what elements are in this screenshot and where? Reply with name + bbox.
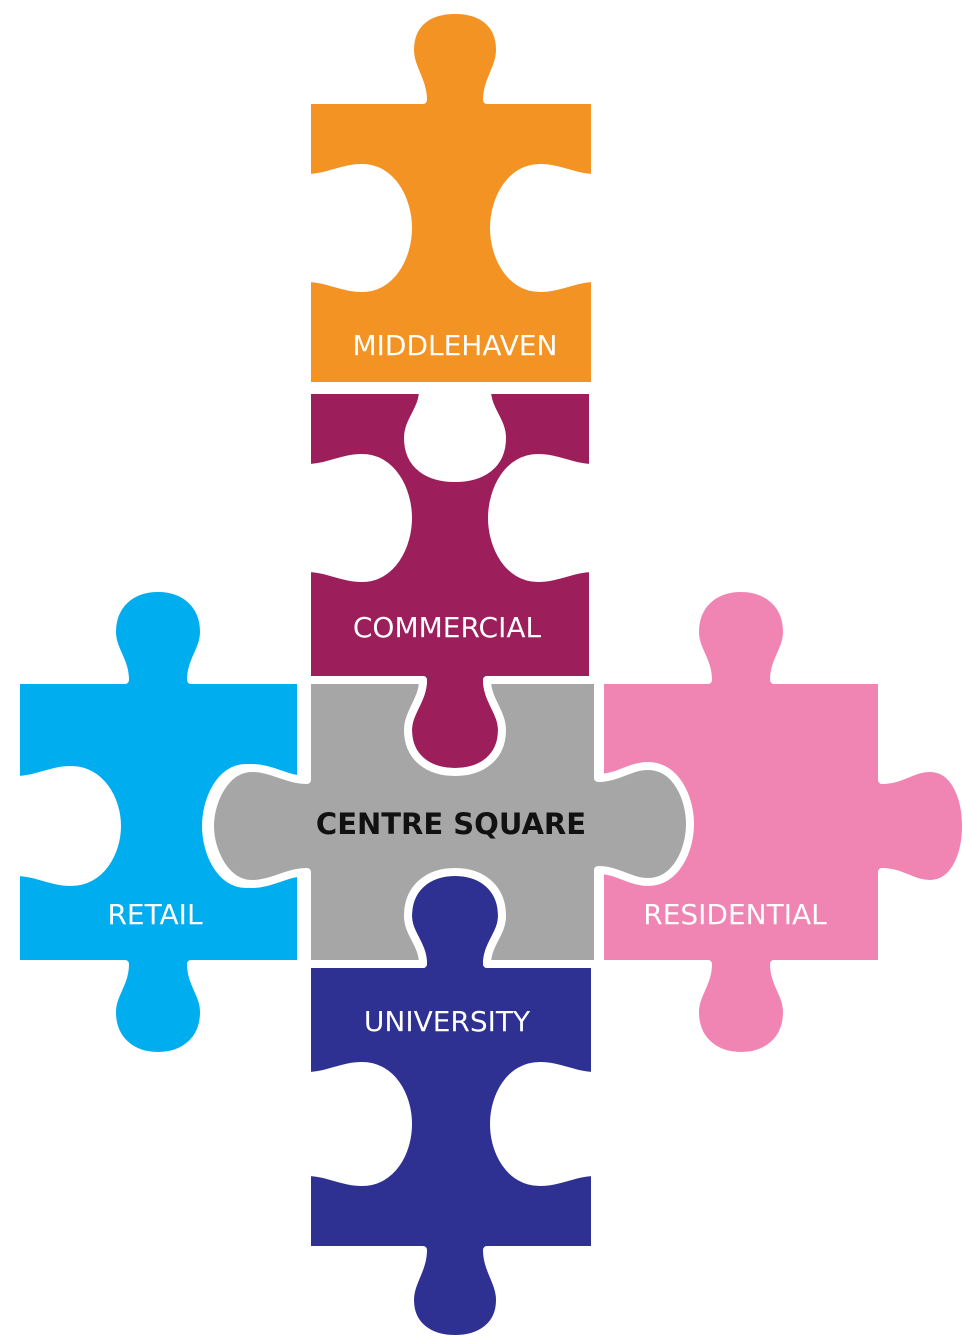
middlehaven-label: MIDDLEHAVEN xyxy=(352,329,557,362)
centre-square-label: CENTRE SQUARE xyxy=(316,807,586,841)
university-label: UNIVERSITY xyxy=(364,1005,531,1038)
retail-piece xyxy=(12,584,305,1060)
residential-label: RESIDENTIAL xyxy=(643,898,827,931)
middlehaven-piece xyxy=(303,6,599,390)
centre-square-piece xyxy=(206,676,694,968)
commercial-label: COMMERCIAL xyxy=(353,611,542,644)
retail-label: RETAIL xyxy=(107,898,202,931)
